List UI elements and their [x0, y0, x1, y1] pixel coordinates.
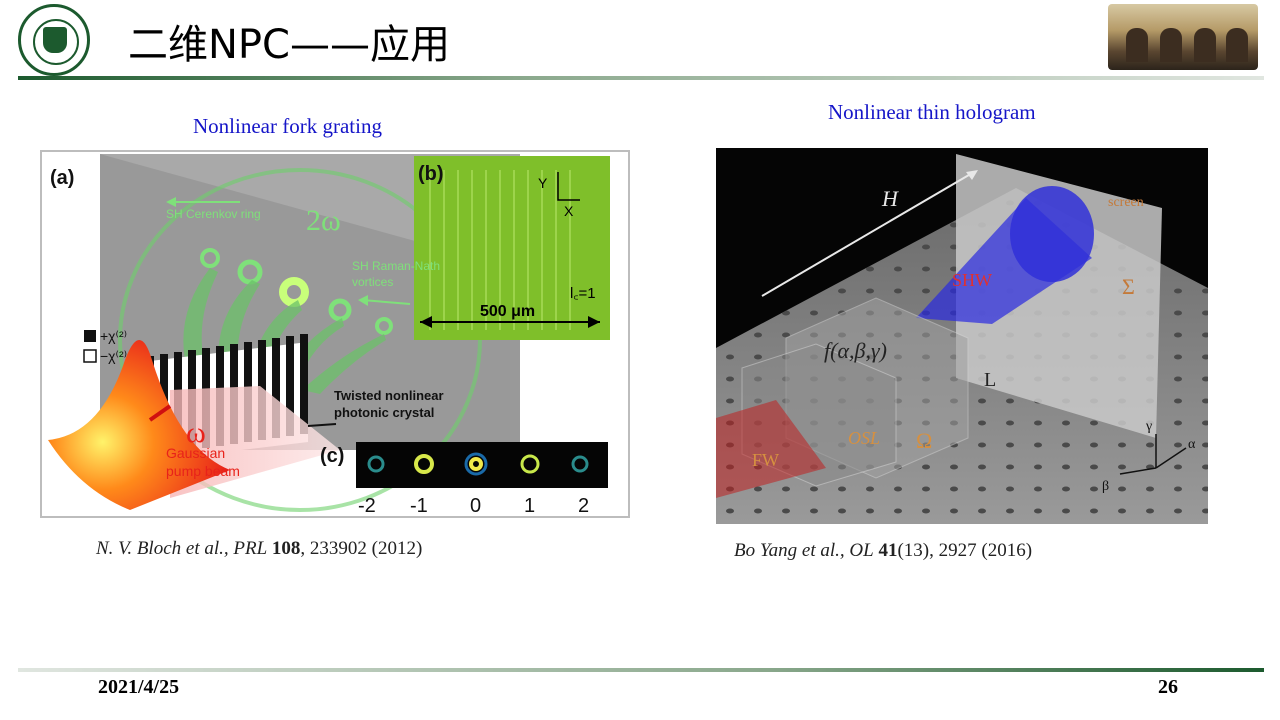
right-reference: Bo Yang et al., OL 41(13), 2927 (2016) — [734, 540, 1033, 561]
sh-cerenkov-label: SH Cerenkov ring — [166, 207, 261, 221]
twisted-label-2: photonic crystal — [334, 405, 434, 420]
gamma-axis-label: γ — [1145, 419, 1152, 434]
alpha-axis-label: α — [1188, 437, 1196, 452]
left-figure-caption: Nonlinear fork grating — [193, 114, 382, 138]
minus-chi-label: −χ⁽²⁾ — [100, 348, 127, 364]
right-figure-caption: Nonlinear thin hologram — [828, 100, 1036, 124]
panel-b-label: (b) — [418, 163, 444, 185]
slide-date: 2021/4/25 — [98, 676, 180, 698]
screen-label: screen — [1108, 195, 1144, 210]
osl-label: OSL — [848, 428, 880, 448]
panel-c-label: (c) — [320, 445, 344, 467]
order-label: -1 — [410, 495, 428, 517]
scale-label: 500 μm — [480, 303, 535, 320]
twisted-label-1: Twisted nonlinear — [334, 388, 444, 403]
shw-label: SHW — [952, 270, 992, 290]
sh-raman-label-2: vortices — [352, 275, 393, 289]
plus-chi-label: +χ⁽²⁾ — [100, 328, 127, 344]
omega-label: ω — [186, 416, 206, 449]
beta-axis-label: β — [1102, 479, 1109, 494]
axis-y-label: Y — [538, 175, 548, 191]
axis-x-label: X — [564, 203, 574, 219]
order-label: 1 — [524, 495, 535, 517]
footer-rule — [18, 668, 1264, 672]
gaussian-label-1: Gaussian — [166, 445, 225, 461]
order-label: 0 — [470, 495, 481, 517]
page-number: 26 — [1158, 676, 1178, 698]
sigma-label: Σ — [1122, 274, 1135, 299]
fw-label: FW — [752, 450, 779, 470]
lc-label: l꜀=1 — [570, 285, 596, 302]
sh-raman-label-1: SH Raman-Nath — [352, 259, 440, 273]
function-label: f(α,β,γ) — [824, 338, 887, 363]
omega-label-right: Ω — [916, 428, 932, 453]
left-reference: N. V. Bloch et al., PRL 108, 233902 (201… — [96, 538, 423, 559]
h-label: H — [881, 186, 899, 211]
fork-grating-figure: +χ⁽²⁾ −χ⁽²⁾ 500 μm l꜀=1 Y X -2 -1 0 1 2 … — [40, 150, 630, 518]
panel-a-label: (a) — [50, 167, 74, 189]
thin-hologram-figure: H screen SHW Σ f(α,β,γ) L OSL Ω FW γ α β — [716, 148, 1208, 524]
order-label: -2 — [358, 495, 376, 517]
slide-title: 二维NPC——应用 — [128, 22, 450, 68]
two-omega-label: 2ω — [306, 204, 341, 237]
university-logo — [18, 4, 90, 76]
header-rule — [18, 76, 1264, 80]
l-label: L — [984, 369, 996, 391]
campus-photo — [1108, 4, 1258, 70]
order-label: 2 — [578, 495, 589, 517]
gaussian-label-2: pump beam — [166, 463, 240, 479]
